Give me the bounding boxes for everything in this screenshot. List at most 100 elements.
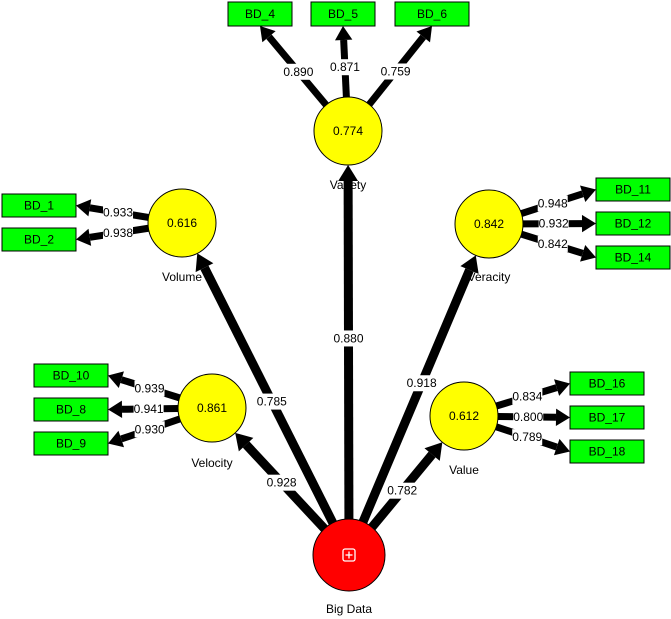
loading-arrow-BD_17-arrowhead — [555, 408, 570, 426]
indicator-box — [227, 1, 293, 27]
loading-label-BD_8-bg — [133, 400, 164, 417]
root-label: Big Data — [326, 602, 372, 616]
indicator-bd-8[interactable]: BD_8 — [33, 397, 109, 422]
indicator-label: BD_9 — [56, 437, 86, 451]
loading-label-BD_4-bg — [283, 63, 314, 80]
path-arrow-volume-arrowhead — [195, 253, 214, 273]
indicator-bd-5[interactable]: BD_5 — [310, 1, 376, 27]
indicator-box — [569, 439, 645, 464]
indicator-box — [595, 211, 671, 236]
loading-arrow-BD_5-arrowhead — [334, 26, 353, 41]
indicator-label: BD_2 — [24, 233, 54, 247]
path-arrow-value-arrowhead — [424, 442, 443, 461]
loading-label-BD_8: 0.941 — [134, 402, 164, 416]
expand-plus-icon[interactable] — [342, 548, 356, 562]
indicator-bd-11[interactable]: BD_11 — [595, 177, 671, 202]
indicator-bd-6[interactable]: BD_6 — [394, 1, 470, 27]
construct-circle — [429, 381, 499, 451]
loading-label-BD_9-bg — [134, 421, 165, 438]
loading-label-BD_9: 0.930 — [135, 422, 165, 436]
indicator-box — [569, 405, 645, 430]
indicator-bd-14[interactable]: BD_14 — [595, 245, 671, 270]
indicator-label: BD_5 — [328, 7, 358, 21]
indicator-box — [569, 371, 645, 396]
construct-circle — [177, 373, 247, 443]
loading-label-BD_5-bg — [329, 59, 360, 76]
indicator-label: BD_14 — [615, 251, 652, 265]
indicator-box — [33, 431, 109, 456]
r-squared-value: 0.861 — [197, 401, 227, 415]
construct-label: Veracity — [468, 270, 511, 284]
loading-label-BD_4: 0.890 — [283, 65, 313, 79]
indicator-box — [1, 193, 77, 218]
indicator-label: BD_8 — [56, 403, 86, 417]
construct-circle — [147, 188, 217, 258]
loading-label-BD_14-bg — [537, 235, 568, 252]
path-coefficient-velocity: 0.928 — [267, 476, 297, 490]
loading-label-BD_2-bg — [102, 224, 133, 241]
loading-arrow-BD_4-arrowhead — [260, 26, 276, 43]
indicator-box — [595, 245, 671, 270]
loading-arrow-BD_1-arrowhead — [76, 199, 92, 217]
indicator-box — [394, 1, 470, 27]
loading-label-BD_17-bg — [513, 408, 544, 425]
loading-label-BD_1: 0.933 — [103, 205, 133, 219]
indicator-bd-10[interactable]: BD_10 — [33, 363, 109, 388]
loading-label-BD_10-bg — [134, 380, 165, 397]
loading-label-BD_14: 0.842 — [538, 237, 568, 251]
loading-arrow-BD_14-arrowhead — [580, 245, 596, 262]
path-coefficient-velocity-bg — [264, 474, 299, 491]
path-arrow-velocity-arrowhead — [235, 432, 254, 452]
indicator-label: BD_10 — [53, 369, 90, 383]
r-squared-value: 0.616 — [167, 216, 197, 230]
indicator-bd-2[interactable]: BD_2 — [1, 227, 77, 252]
loading-label-BD_11-bg — [537, 195, 568, 212]
loading-label-BD_6-bg — [380, 63, 411, 80]
construct-circle — [313, 96, 383, 166]
r-squared-value: 0.842 — [474, 217, 504, 231]
loading-label-BD_16: 0.834 — [512, 390, 542, 404]
path-coefficient-volume: 0.785 — [257, 395, 287, 409]
indicator-bd-16[interactable]: BD_16 — [569, 371, 645, 396]
loading-arrow-BD_18-arrowhead — [553, 438, 570, 456]
indicator-bd-4[interactable]: BD_4 — [227, 1, 293, 27]
path-coefficient-value: 0.782 — [387, 484, 417, 498]
path-coefficient-veracity-bg — [404, 375, 439, 392]
path-coefficient-value-bg — [385, 482, 420, 499]
loading-arrow-BD_2-arrowhead — [76, 228, 92, 246]
loading-label-BD_17: 0.800 — [513, 410, 543, 424]
indicator-box — [33, 397, 109, 422]
construct-label: Value — [449, 463, 479, 477]
r-squared-value: 0.774 — [333, 124, 363, 138]
path-coefficient-variety: 0.880 — [333, 331, 363, 345]
indicator-label: BD_6 — [417, 7, 447, 21]
path-coefficient-veracity: 0.918 — [407, 376, 437, 390]
construct-label: Volume — [162, 270, 202, 284]
loading-label-BD_1-bg — [103, 204, 134, 221]
r-squared-value: 0.612 — [449, 409, 479, 423]
path-arrow-variety — [343, 180, 354, 520]
loading-label-BD_10: 0.939 — [134, 381, 164, 395]
construct-circle — [454, 189, 524, 259]
path-arrow-veracity-arrowhead — [460, 255, 479, 274]
indicator-label: BD_16 — [589, 377, 626, 391]
indicator-label: BD_17 — [589, 411, 626, 425]
indicator-bd-17[interactable]: BD_17 — [569, 405, 645, 430]
indicator-bd-18[interactable]: BD_18 — [569, 439, 645, 464]
indicator-box — [33, 363, 109, 388]
indicator-label: BD_12 — [615, 217, 652, 231]
path-arrow-variety-arrowhead — [338, 164, 359, 182]
indicator-bd-9[interactable]: BD_9 — [33, 431, 109, 456]
root-construct-big-data[interactable]: Big Data — [312, 518, 386, 616]
indicator-label: BD_11 — [615, 183, 651, 197]
construct-label: Variety — [330, 178, 366, 192]
loading-label-BD_18: 0.789 — [512, 430, 542, 444]
indicator-bd-12[interactable]: BD_12 — [595, 211, 671, 236]
loading-label-BD_5: 0.871 — [330, 60, 360, 74]
indicator-bd-1[interactable]: BD_1 — [1, 193, 77, 218]
